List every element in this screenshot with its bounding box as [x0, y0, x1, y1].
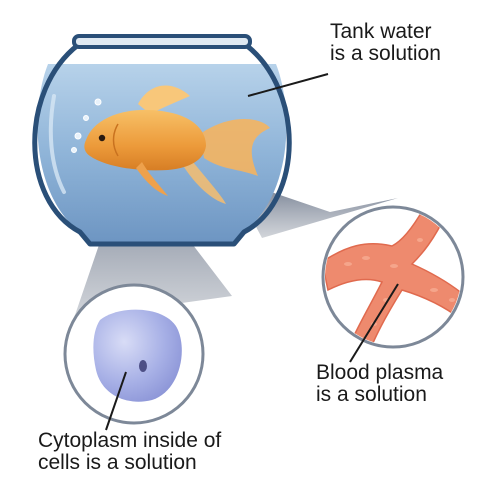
cell-body: [93, 310, 181, 402]
cytoplasm-label-line2: cells is a solution: [38, 452, 221, 474]
cytoplasm-label-line1: Cytoplasm inside of: [38, 430, 221, 452]
bowl-rim: [74, 36, 250, 47]
cytoplasm-magnifier: [65, 285, 203, 423]
tank-water-label-line2: is a solution: [330, 43, 441, 65]
tank-water-label: Tank water is a solution: [330, 21, 441, 65]
blood-plasma-label: Blood plasma is a solution: [316, 362, 443, 406]
blood-magnifier: [322, 207, 470, 350]
cell-nucleus: [139, 360, 147, 372]
cytoplasm-label: Cytoplasm inside of cells is a solution: [38, 430, 221, 474]
tank-water-label-line1: Tank water: [330, 21, 441, 43]
blood-plasma-label-line2: is a solution: [316, 384, 443, 406]
blood-plasma-label-line1: Blood plasma: [316, 362, 443, 384]
fish-eye: [99, 135, 105, 141]
